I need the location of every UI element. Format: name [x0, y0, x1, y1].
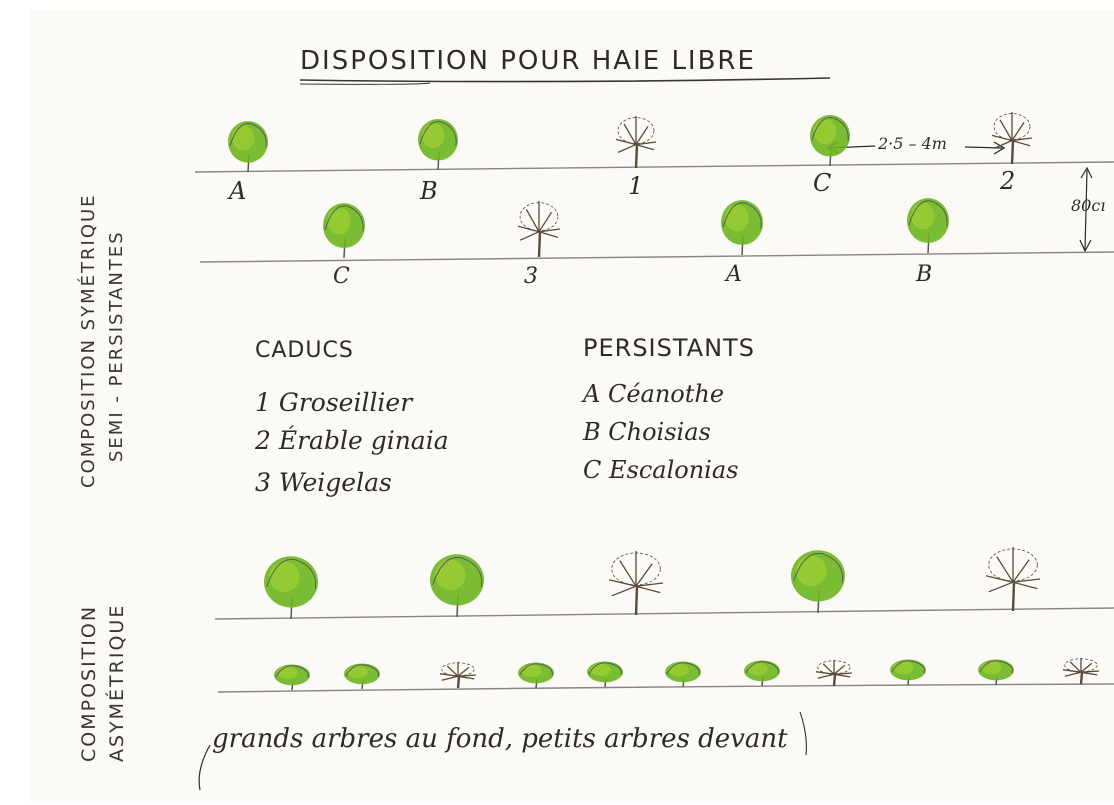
evergreen-tree-icon — [744, 660, 780, 687]
evergreen-tree-icon — [587, 661, 623, 688]
legend-item: 1 Groseillier — [255, 388, 413, 417]
arrowhead-icon — [1079, 239, 1092, 253]
tree-row-symmetric-1 — [228, 112, 1033, 173]
evergreen-tree-icon — [791, 550, 845, 614]
evergreen-tree-icon — [430, 554, 484, 618]
tree-label: 3 — [524, 264, 538, 289]
legend-item: C Escalonias — [583, 456, 739, 484]
evergreen-tree-icon — [323, 203, 365, 259]
section-label-symmetric: COMPOSITION SYMÉTRIQUE — [78, 193, 99, 488]
evergreen-tree-icon — [264, 556, 318, 620]
title-underline — [299, 77, 831, 83]
tree-label: C — [333, 264, 350, 289]
legend-item: B Choisias — [583, 418, 711, 446]
tree-label: C — [813, 169, 832, 197]
evergreen-tree-icon — [978, 659, 1014, 686]
caption-flourish — [799, 711, 807, 756]
evergreen-tree-icon — [518, 662, 554, 689]
legend-heading-caducs: CADUCS — [255, 338, 354, 363]
legend-item: 2 Érable ginaia — [255, 426, 449, 455]
row-gap-label: 80cı — [1071, 196, 1106, 215]
ground-line-row2 — [199, 251, 1114, 263]
evergreen-tree-icon — [665, 661, 701, 688]
tree-row-asymmetric-back — [264, 547, 1041, 620]
tree-label: B — [420, 177, 438, 205]
page-title: DISPOSITION POUR HAIE LIBRE — [300, 46, 756, 76]
arrowhead-icon — [993, 141, 1006, 155]
deciduous-tree-icon — [439, 662, 477, 689]
spacing-label: 2·5 – 4m — [878, 134, 947, 153]
arrowhead-icon — [1080, 166, 1093, 179]
tree-label: 2 — [1000, 167, 1016, 195]
deciduous-tree-icon — [815, 660, 853, 687]
evergreen-tree-icon — [344, 663, 380, 690]
deciduous-tree-icon — [1062, 658, 1100, 685]
evergreen-tree-icon — [810, 115, 850, 167]
tree-label: A — [726, 262, 742, 287]
evergreen-tree-icon — [907, 198, 949, 254]
row-gap-arrow — [1084, 169, 1088, 251]
tree-row-symmetric-2 — [323, 198, 949, 259]
ground-line-back — [214, 607, 1114, 620]
section-label-asymmetric: COMPOSITION — [78, 604, 100, 762]
deciduous-tree-icon — [991, 112, 1033, 165]
tree-row-asymmetric-front — [274, 658, 1100, 691]
deciduous-tree-icon — [608, 551, 664, 616]
evergreen-tree-icon — [274, 664, 310, 691]
evergreen-tree-icon — [228, 121, 268, 173]
caption: grands arbres au fond, petits arbres dev… — [212, 724, 788, 754]
tree-label: A — [229, 177, 247, 205]
section-label-asymmetric-sub: ASYMÉTRIQUE — [106, 603, 128, 762]
deciduous-tree-icon — [985, 547, 1041, 612]
tree-label: B — [916, 262, 933, 287]
deciduous-tree-icon — [615, 116, 657, 169]
legend-heading-persistants: PERSISTANTS — [583, 334, 755, 362]
ground-line-row1 — [194, 161, 1114, 173]
legend-item: A Céanothe — [583, 380, 725, 408]
evergreen-tree-icon — [721, 200, 763, 256]
evergreen-tree-icon — [890, 659, 926, 686]
section-label-symmetric-sub: SEMI - PERSISTANTES — [106, 230, 127, 462]
evergreen-tree-icon — [418, 119, 458, 171]
deciduous-tree-icon — [517, 201, 561, 258]
caption-flourish — [198, 744, 211, 791]
legend-item: 3 Weigelas — [255, 468, 392, 497]
tree-label: 1 — [628, 172, 644, 200]
ground-line-front — [217, 683, 1114, 693]
title-underline — [299, 82, 431, 85]
